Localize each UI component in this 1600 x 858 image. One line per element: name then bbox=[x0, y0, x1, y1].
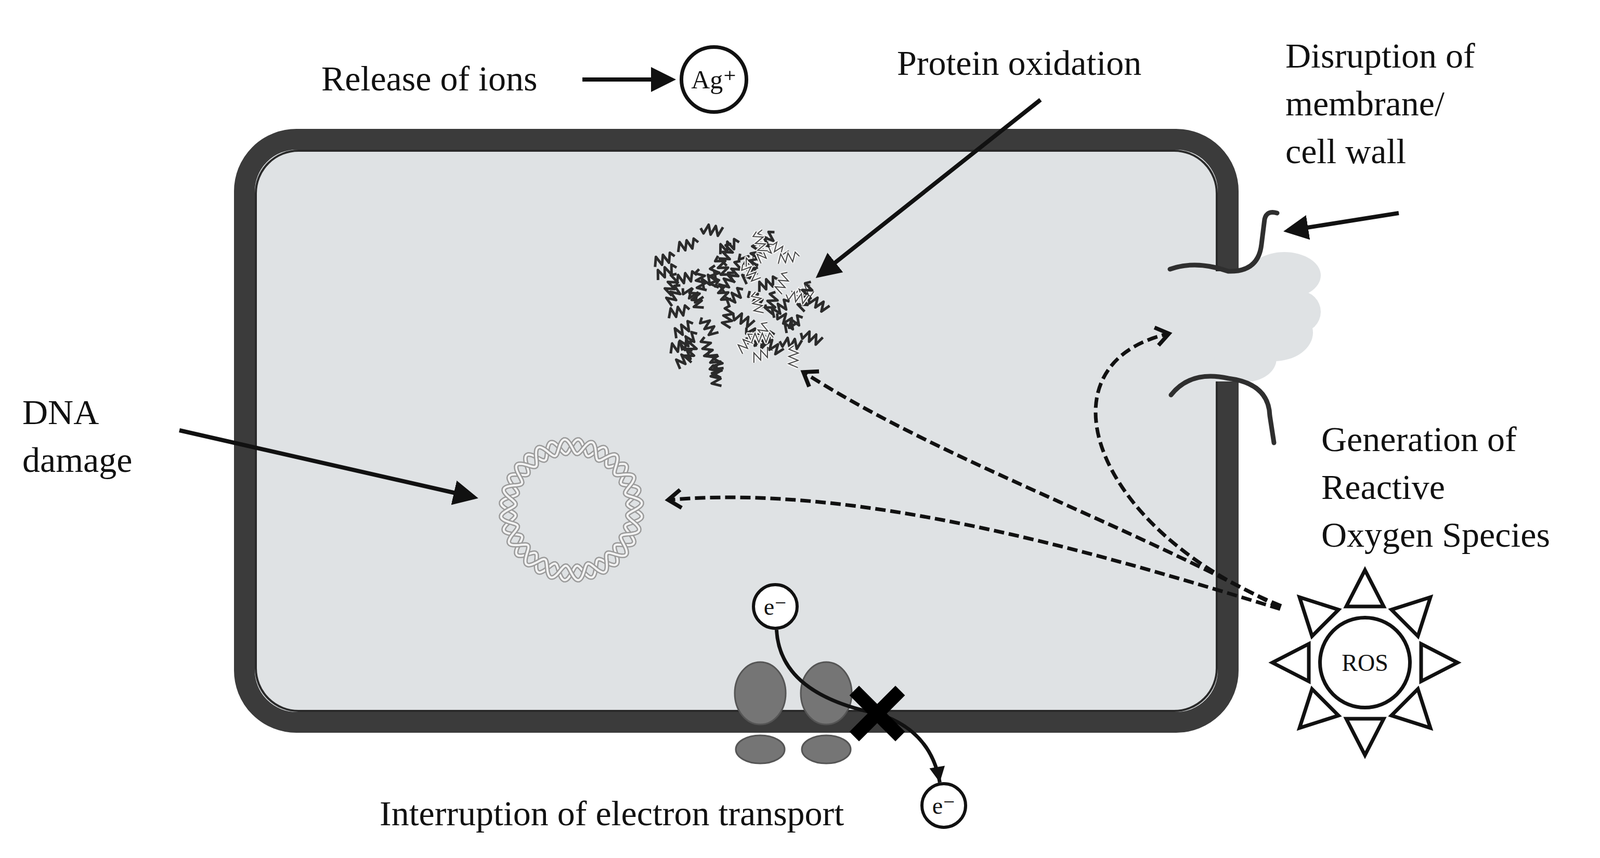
node-text: e⁻ bbox=[763, 592, 788, 621]
annotation-label: Release of ions bbox=[321, 55, 538, 103]
leader-arrow bbox=[582, 77, 672, 82]
protein-structure bbox=[655, 225, 830, 387]
annotation-label: DNA damage bbox=[22, 388, 154, 485]
annotation-label: Disruption of membrane/ cell wall bbox=[1285, 32, 1490, 176]
leader-arrow bbox=[179, 430, 475, 498]
electron-path bbox=[776, 630, 945, 784]
plasmid-dna bbox=[501, 439, 643, 581]
node-text: ROS bbox=[1341, 649, 1388, 678]
leader-arrow bbox=[818, 99, 1041, 276]
ros-rays bbox=[1272, 570, 1458, 756]
torn-membrane-top bbox=[1169, 212, 1278, 272]
silver-ion-circle: Ag⁺ bbox=[679, 45, 749, 114]
ros-circle: ROS bbox=[1318, 616, 1412, 710]
transport-proteins bbox=[734, 662, 852, 764]
node-text: Ag⁺ bbox=[691, 64, 737, 95]
annotation-label: Interruption of electron transport bbox=[379, 790, 844, 839]
cell-inner-edge bbox=[255, 150, 1217, 712]
electron-circle: e⁻ bbox=[751, 583, 799, 631]
ros-arrows bbox=[668, 333, 1282, 610]
node-text: e⁻ bbox=[932, 791, 956, 821]
annotation-label: Protein oxidation bbox=[896, 39, 1142, 88]
torn-membrane-bottom bbox=[1171, 376, 1274, 444]
cell-membrane bbox=[244, 139, 1229, 723]
electron-circle: e⁻ bbox=[920, 782, 968, 830]
leader-arrow bbox=[1287, 213, 1399, 231]
annotation-label: Generation of Reactive Oxygen Species bbox=[1321, 415, 1557, 559]
blocked-transport-cross bbox=[859, 695, 896, 733]
